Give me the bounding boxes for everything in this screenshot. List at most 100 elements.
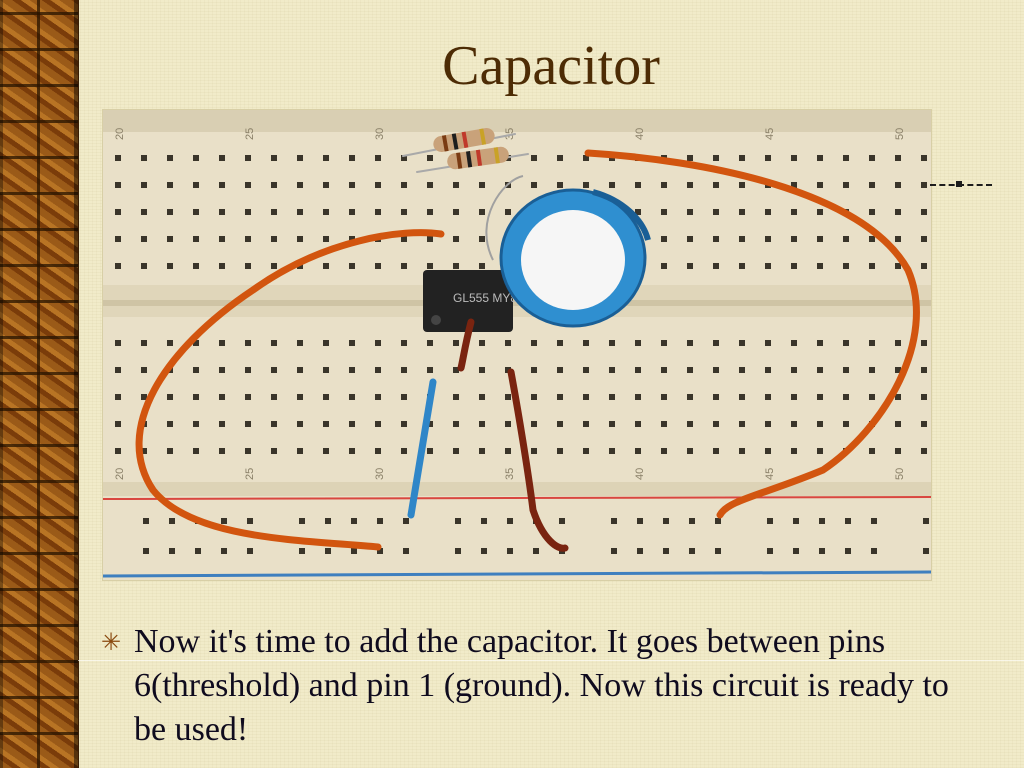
breadboard-hole — [479, 340, 485, 346]
breadboard-hole — [115, 236, 121, 242]
breadboard-hole — [921, 340, 927, 346]
breadboard-hole — [791, 155, 797, 161]
breadboard-hole — [375, 340, 381, 346]
breadboard-hole — [323, 394, 329, 400]
breadboard-hole — [167, 263, 173, 269]
breadboard-hole — [609, 182, 615, 188]
breadboard-hole — [843, 236, 849, 242]
breadboard-hole — [791, 182, 797, 188]
breadboard-hole — [323, 340, 329, 346]
breadboard-hole — [141, 340, 147, 346]
breadboard-hole — [687, 209, 693, 215]
breadboard-hole — [375, 209, 381, 215]
breadboard-hole — [245, 421, 251, 427]
breadboard-hole — [349, 263, 355, 269]
breadboard-hole — [479, 263, 485, 269]
breadboard-hole — [271, 367, 277, 373]
breadboard-hole — [401, 394, 407, 400]
breadboard-hole — [427, 448, 433, 454]
breadboard-hole — [871, 548, 877, 554]
breadboard-hole — [843, 394, 849, 400]
column-number-bottom: 40 — [634, 468, 646, 480]
breadboard-hole — [921, 367, 927, 373]
breadboard-hole — [819, 548, 825, 554]
breadboard-hole — [297, 209, 303, 215]
breadboard-hole — [583, 340, 589, 346]
breadboard-hole — [921, 394, 927, 400]
column-number-top: 50 — [894, 128, 906, 140]
breadboard-hole — [219, 209, 225, 215]
breadboard-hole — [661, 448, 667, 454]
breadboard-hole — [843, 182, 849, 188]
breadboard-hole — [193, 394, 199, 400]
breadboard-hole — [869, 182, 875, 188]
breadboard-hole — [141, 263, 147, 269]
breadboard-hole — [427, 155, 433, 161]
breadboard-hole — [271, 155, 277, 161]
breadboard-hole — [143, 548, 149, 554]
breadboard-hole — [141, 209, 147, 215]
breadboard-hole — [791, 394, 797, 400]
breadboard-hole — [531, 367, 537, 373]
column-number-bottom: 50 — [894, 468, 906, 480]
breadboard-hole — [531, 394, 537, 400]
breadboard-hole — [791, 340, 797, 346]
breadboard-hole — [349, 236, 355, 242]
breadboard-hole — [895, 340, 901, 346]
breadboard-hole — [297, 236, 303, 242]
breadboard-hole — [349, 367, 355, 373]
breadboard-hole — [219, 155, 225, 161]
breadboard-hole — [635, 448, 641, 454]
breadboard-hole — [453, 236, 459, 242]
breadboard-hole — [713, 340, 719, 346]
column-number-bottom: 30 — [374, 468, 386, 480]
breadboard-hole — [401, 209, 407, 215]
breadboard-hole — [167, 182, 173, 188]
breadboard-hole — [687, 394, 693, 400]
breadboard-hole — [193, 421, 199, 427]
breadboard-hole — [245, 155, 251, 161]
breadboard-hole — [637, 548, 643, 554]
breadboard-hole — [557, 182, 563, 188]
breadboard-hole — [559, 518, 565, 524]
breadboard-hole — [689, 518, 695, 524]
breadboard-hole — [661, 236, 667, 242]
breadboard-hole — [895, 394, 901, 400]
breadboard-hole — [791, 236, 797, 242]
breadboard-hole — [479, 209, 485, 215]
breadboard-hole — [557, 421, 563, 427]
breadboard-hole — [349, 448, 355, 454]
breadboard-hole — [297, 155, 303, 161]
breadboard-hole — [221, 548, 227, 554]
breadboard-hole — [583, 155, 589, 161]
breadboard-hole — [739, 263, 745, 269]
column-number-top: 35 — [504, 128, 516, 140]
breadboard-hole — [375, 448, 381, 454]
breadboard-hole — [843, 263, 849, 269]
breadboard-hole — [739, 448, 745, 454]
breadboard-hole — [687, 367, 693, 373]
breadboard-hole — [167, 448, 173, 454]
breadboard-hole — [323, 236, 329, 242]
breadboard-hole — [401, 155, 407, 161]
breadboard-hole — [869, 263, 875, 269]
column-number-top: 25 — [244, 128, 256, 140]
breadboard-hole — [713, 236, 719, 242]
breadboard-hole — [401, 263, 407, 269]
breadboard-hole — [325, 518, 331, 524]
breadboard-hole — [299, 548, 305, 554]
breadboard-hole — [349, 155, 355, 161]
decorative-rule-dot — [956, 181, 962, 187]
breadboard-hole — [219, 340, 225, 346]
breadboard-hole — [115, 155, 121, 161]
breadboard-hole — [817, 209, 823, 215]
breadboard-hole — [351, 548, 357, 554]
breadboard-hole — [871, 518, 877, 524]
breadboard-hole — [609, 421, 615, 427]
breadboard-hole — [583, 421, 589, 427]
breadboard-hole — [115, 448, 121, 454]
breadboard-hole — [479, 448, 485, 454]
breadboard-hole — [245, 209, 251, 215]
breadboard-hole — [323, 367, 329, 373]
breadboard-hole — [739, 209, 745, 215]
